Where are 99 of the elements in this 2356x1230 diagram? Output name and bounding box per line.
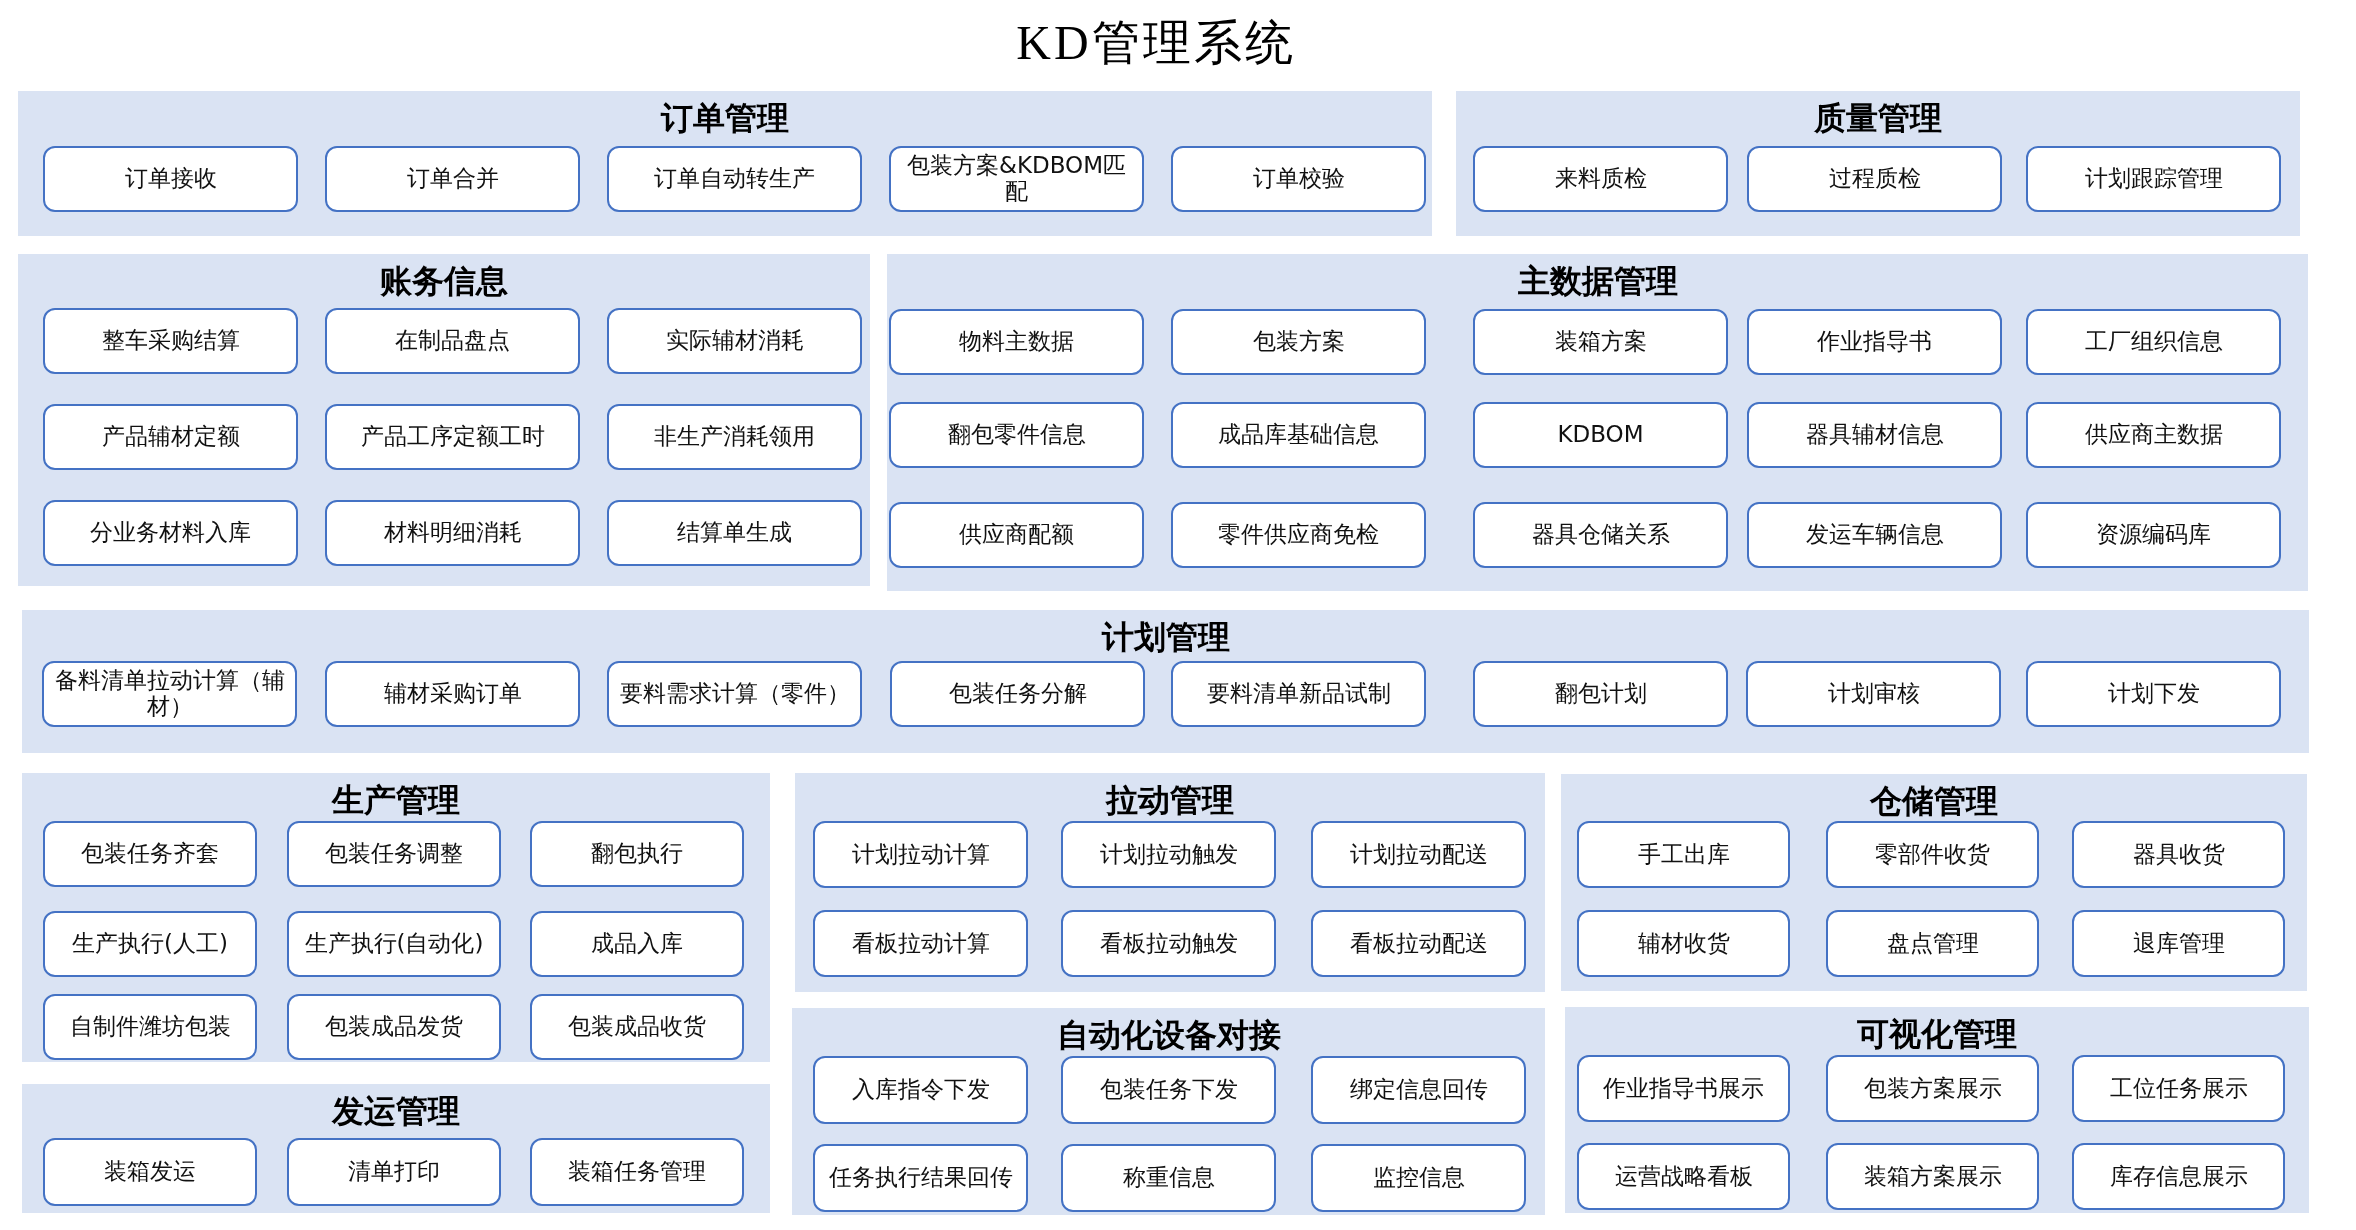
module-panel	[18, 254, 870, 586]
function-box: 包装方案&KDBOM匹配	[889, 146, 1144, 212]
section-heading: 仓储管理	[1870, 781, 1998, 821]
function-box: 整车采购结算	[43, 308, 298, 374]
module-panel	[795, 773, 1545, 992]
function-box: 在制品盘点	[325, 308, 580, 374]
section-heading: 生产管理	[332, 780, 460, 820]
function-box: 库存信息展示	[2072, 1143, 2285, 1210]
function-box: 包装任务齐套	[43, 821, 257, 887]
section-heading: 订单管理	[661, 98, 789, 138]
function-box: 产品工序定额工时	[325, 404, 580, 470]
function-box: 辅材收货	[1577, 910, 1790, 977]
function-box: 监控信息	[1311, 1144, 1526, 1212]
function-box: 盘点管理	[1826, 910, 2039, 977]
section-heading: 计划管理	[1101, 617, 1230, 657]
function-box: 订单接收	[43, 146, 298, 212]
function-box: 器具辅材信息	[1747, 402, 2002, 468]
function-box: 作业指导书展示	[1577, 1055, 1790, 1122]
section-heading: 拉动管理	[1106, 780, 1234, 820]
function-box: 非生产消耗领用	[607, 404, 862, 470]
function-box: 装箱发运	[43, 1138, 257, 1206]
function-box: 生产执行(人工)	[43, 911, 257, 977]
module-panel	[1561, 774, 2307, 991]
function-box: 辅材采购订单	[325, 661, 580, 727]
section-heading: 质量管理	[1814, 98, 1942, 138]
section-heading: 账务信息	[380, 261, 508, 301]
function-box: 自制件潍坊包装	[43, 994, 257, 1060]
function-box: 任务执行结果回传	[813, 1144, 1028, 1212]
function-box: 作业指导书	[1747, 309, 2002, 375]
function-box: 分业务材料入库	[43, 500, 298, 566]
function-box: 计划跟踪管理	[2026, 146, 2281, 212]
function-box: 翻包执行	[530, 821, 744, 887]
module-panel	[792, 1008, 1545, 1215]
function-box: 计划拉动触发	[1061, 821, 1276, 888]
function-box: 包装方案	[1171, 309, 1426, 375]
section-heading: 发运管理	[332, 1091, 460, 1131]
function-box: 绑定信息回传	[1311, 1056, 1526, 1124]
function-box: 称重信息	[1061, 1144, 1276, 1212]
module-panel	[1565, 1007, 2309, 1213]
function-box: KDBOM	[1473, 402, 1728, 468]
function-box: 退库管理	[2072, 910, 2285, 977]
function-box: 发运车辆信息	[1747, 502, 2002, 568]
function-box: 翻包计划	[1473, 661, 1728, 727]
function-box: 供应商主数据	[2026, 402, 2281, 468]
function-box: 零部件收货	[1826, 821, 2039, 888]
function-box: 清单打印	[287, 1138, 501, 1206]
function-box: 材料明细消耗	[325, 500, 580, 566]
function-box: 看板拉动计算	[813, 910, 1028, 977]
function-box: 器具仓储关系	[1473, 502, 1728, 568]
function-box: 包装成品发货	[287, 994, 501, 1060]
function-box: 工位任务展示	[2072, 1055, 2285, 1122]
function-box: 包装任务分解	[890, 661, 1145, 727]
function-box: 要料清单新品试制	[1171, 661, 1426, 727]
function-box: 物料主数据	[889, 309, 1144, 375]
function-box: 包装任务调整	[287, 821, 501, 887]
function-box: 计划审核	[1746, 661, 2001, 727]
function-box: 成品库基础信息	[1171, 402, 1426, 468]
function-box: 计划拉动配送	[1311, 821, 1526, 888]
function-box: 看板拉动配送	[1311, 910, 1526, 977]
function-box: 零件供应商免检	[1171, 502, 1426, 568]
function-box: 来料质检	[1473, 146, 1728, 212]
function-box: 过程质检	[1747, 146, 2002, 212]
function-box: 装箱方案	[1473, 309, 1728, 375]
function-box: 包装方案展示	[1826, 1055, 2039, 1122]
function-box: 结算单生成	[607, 500, 862, 566]
function-box: 产品辅材定额	[43, 404, 298, 470]
function-box: 器具收货	[2072, 821, 2285, 888]
function-box: 订单合并	[325, 146, 580, 212]
function-box: 成品入库	[530, 911, 744, 977]
function-box: 备料清单拉动计算（辅材）	[42, 661, 297, 727]
function-box: 看板拉动触发	[1061, 910, 1276, 977]
function-box: 包装成品收货	[530, 994, 744, 1060]
function-box: 计划拉动计算	[813, 821, 1028, 888]
module-panel	[18, 91, 1432, 236]
module-panel	[22, 773, 770, 1062]
function-box: 装箱方案展示	[1826, 1143, 2039, 1210]
function-box: 资源编码库	[2026, 502, 2281, 568]
function-box: 计划下发	[2026, 661, 2281, 727]
function-box: 供应商配额	[889, 502, 1144, 568]
section-heading: 可视化管理	[1857, 1014, 2017, 1054]
function-box: 工厂组织信息	[2026, 309, 2281, 375]
module-panel	[22, 610, 2309, 753]
section-heading: 自动化设备对接	[1056, 1015, 1281, 1055]
function-box: 订单自动转生产	[607, 146, 862, 212]
function-box: 入库指令下发	[813, 1056, 1028, 1124]
function-box: 翻包零件信息	[889, 402, 1144, 468]
function-box: 运营战略看板	[1577, 1143, 1790, 1210]
module-panel	[1456, 91, 2300, 236]
function-box: 实际辅材消耗	[607, 308, 862, 374]
function-box: 装箱任务管理	[530, 1138, 744, 1206]
function-box: 生产执行(自动化)	[287, 911, 501, 977]
function-box: 手工出库	[1577, 821, 1790, 888]
function-box: 要料需求计算（零件）	[607, 661, 862, 727]
section-heading: 主数据管理	[1517, 261, 1678, 301]
function-box: 包装任务下发	[1061, 1056, 1276, 1124]
module-panel	[887, 254, 2308, 591]
module-panel	[22, 1084, 770, 1213]
function-box: 订单校验	[1171, 146, 1426, 212]
page-title: KD管理系统	[1016, 15, 1296, 71]
